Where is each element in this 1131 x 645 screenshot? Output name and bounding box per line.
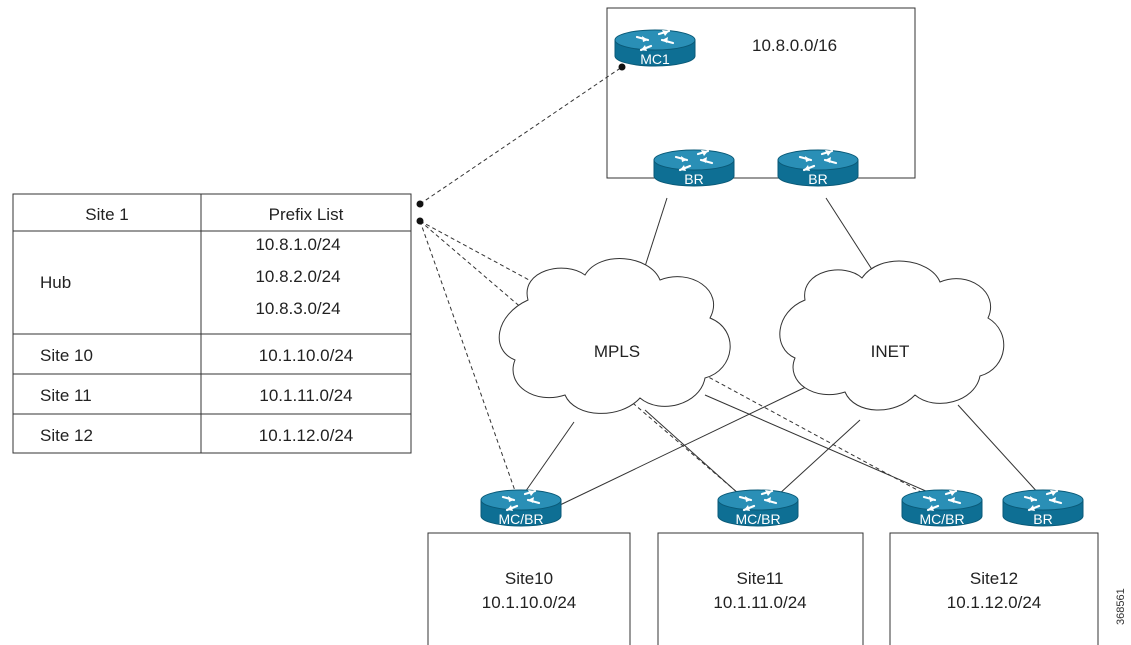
hq-br-left-router-icon: BR [652, 148, 736, 188]
site12-prefix: 10.1.12.0/24 [947, 593, 1042, 612]
mpls-label: MPLS [594, 342, 640, 361]
hq-site-box [606, 7, 916, 179]
site12-router-label: MC/BR [919, 511, 964, 527]
connector-dot [618, 63, 626, 71]
table-cell-prefix: 10.8.2.0/24 [255, 267, 340, 286]
connector-dot [416, 217, 424, 225]
hq-br-left-label: BR [684, 171, 703, 187]
site11-router-label: MC/BR [735, 511, 780, 527]
table-cell-prefix: 10.8.3.0/24 [255, 299, 340, 318]
site12-mcbr-router-icon: MC/BR [900, 488, 984, 528]
table-cell-prefix: 10.1.10.0/24 [259, 346, 354, 365]
hq-br-right-label: BR [808, 171, 827, 187]
hq-prefix: 10.8.0.0/16 [752, 36, 837, 55]
table-cell-site: Hub [40, 273, 71, 292]
site12-br-label: BR [1033, 511, 1052, 527]
site11-mcbr-router-icon: MC/BR [716, 488, 800, 528]
site10-prefix: 10.1.10.0/24 [482, 593, 577, 612]
site12-box [889, 532, 1099, 645]
site11-prefix: 10.1.11.0/24 [713, 593, 806, 612]
site11-box [657, 532, 864, 645]
table-cell-site: Site 10 [40, 346, 93, 365]
site11-name: Site11 [737, 569, 784, 588]
table-cell-site: Site 11 [40, 386, 92, 405]
connector-dot [416, 200, 424, 208]
table-cell-prefix: 10.1.12.0/24 [259, 426, 354, 445]
mc1-router-icon: MC1 [613, 28, 697, 68]
site10-name: Site10 [505, 569, 553, 588]
mc1-label: MC1 [640, 51, 670, 67]
table-cell-prefix: 10.8.1.0/24 [255, 235, 340, 254]
table-header-prefix-list: Prefix List [269, 205, 344, 224]
table-header-site: Site 1 [85, 205, 128, 224]
figure-id: 368561 [1115, 588, 1127, 625]
inet-cloud: INET [779, 260, 1005, 411]
inet-label: INET [871, 342, 910, 361]
site10-box [427, 532, 631, 645]
prefix-table [12, 193, 412, 454]
site12-br-router-icon: BR [1001, 488, 1085, 528]
site10-router-label: MC/BR [498, 511, 543, 527]
site12-name: Site12 [970, 569, 1018, 588]
table-cell-site: Site 12 [40, 426, 93, 445]
site10-mcbr-router-icon: MC/BR [479, 488, 563, 528]
mpls-cloud: MPLS [498, 258, 731, 414]
hq-br-right-router-icon: BR [776, 148, 860, 188]
table-cell-prefix: 10.1.11.0/24 [259, 386, 352, 405]
